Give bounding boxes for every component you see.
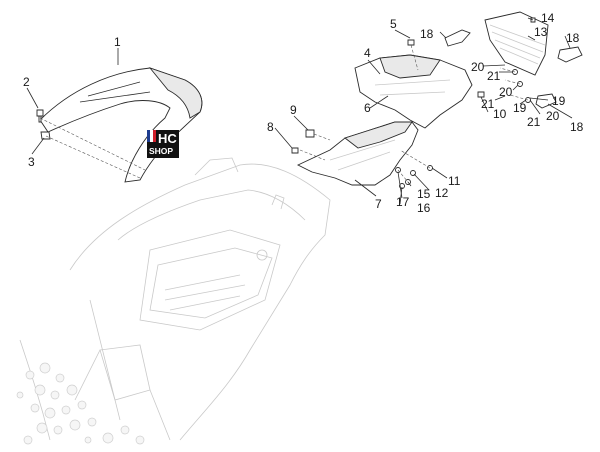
callout-18-b: 18 (566, 31, 580, 45)
callout-13: 13 (534, 25, 548, 39)
callout-1: 1 (114, 35, 121, 49)
callout-leaders (26, 17, 573, 205)
part-2-screw (36, 109, 44, 123)
callout-8: 8 (267, 120, 274, 134)
callout-11: 11 (448, 174, 461, 188)
part-10-screw (477, 91, 485, 98)
callout-17: 17 (396, 195, 410, 209)
callout-10: 10 (493, 107, 507, 121)
scooter-body-outline (19, 157, 331, 441)
callout-20-b: 20 (499, 85, 513, 99)
callout-19-b: 19 (552, 94, 566, 108)
callout-7: 7 (375, 197, 382, 211)
callout-19-a: 19 (513, 101, 527, 115)
floor-pad-pattern (16, 362, 145, 445)
callout-21-a: 21 (487, 69, 501, 83)
callout-15: 15 (417, 187, 431, 201)
part-18-reflectors (444, 29, 583, 109)
callout-14: 14 (541, 11, 555, 25)
logo-text-hc: HC (158, 131, 177, 146)
callout-16: 16 (417, 201, 431, 215)
part-1-grab-rail (39, 67, 203, 183)
callout-20-a: 20 (471, 60, 485, 74)
callout-21-b: 21 (481, 97, 495, 111)
callout-4: 4 (364, 46, 371, 60)
logo-flag-white (150, 130, 153, 142)
part-7-mudguard (296, 121, 419, 186)
callout-2: 2 (23, 75, 30, 89)
callout-3: 3 (28, 155, 35, 169)
callout-21-c: 21 (527, 115, 541, 129)
callout-labels: 1 2 3 4 5 6 7 8 9 10 11 12 13 14 15 16 1… (23, 11, 584, 215)
logo-flag-red (153, 130, 156, 142)
callout-5: 5 (390, 17, 397, 31)
part-13-plate-bracket (484, 11, 549, 76)
logo-text-shop: SHOP (149, 146, 173, 156)
hc-shop-logo: HC SHOP (147, 130, 179, 158)
part-4-plate-holder (354, 54, 473, 129)
callout-6: 6 (364, 101, 371, 115)
part-5-screw (407, 39, 415, 46)
callout-18-c: 18 (570, 120, 584, 134)
part-9-clip (305, 129, 315, 138)
logo-flag-blue (147, 130, 150, 142)
callout-18-a: 18 (420, 27, 434, 41)
assembly-dash-lines (39, 44, 529, 183)
callout-20-c: 20 (546, 109, 560, 123)
callout-12: 12 (435, 186, 449, 200)
part-8-screw (291, 147, 299, 154)
callout-9: 9 (290, 103, 297, 117)
part-3-nut (40, 131, 51, 140)
